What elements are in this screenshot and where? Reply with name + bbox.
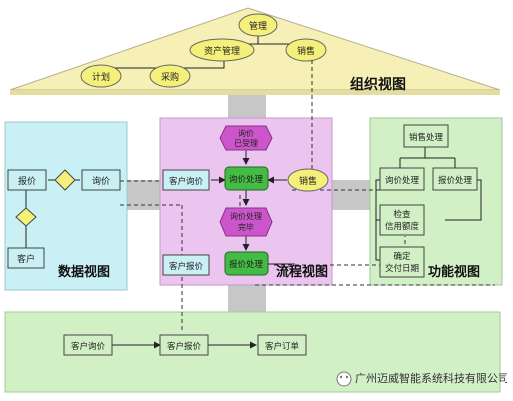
data-node-quote: 报价	[7, 169, 47, 191]
data-node-inquiry: 询价	[81, 169, 121, 191]
process-data-customer-inquiry: 客户询价	[162, 169, 210, 191]
bottom-node-customer-quote: 客户报价	[159, 334, 209, 356]
process-func-inquiry-processing: 询价处理	[224, 166, 269, 191]
org-node-sales: 销售	[285, 38, 327, 62]
org-view-title: 组织视图	[350, 76, 406, 93]
function-node-check-credit-line1: 检查	[393, 209, 411, 220]
function-node-sales-processing-label: 销售处理	[409, 132, 444, 143]
connector-process-bottom	[228, 282, 266, 312]
process-func-quote-processing-label: 报价处理	[229, 259, 264, 270]
org-node-plan-label: 计划	[92, 71, 110, 83]
process-view-title: 流程视图	[276, 264, 328, 280]
process-event-inquiry-processed-line2: 已受理	[234, 138, 258, 148]
data-node-customer-label: 客户	[17, 253, 35, 265]
function-node-inquiry-processing: 询价处理	[379, 167, 425, 191]
org-view-base	[10, 90, 500, 95]
bottom-node-customer-quote-label: 客户报价	[167, 341, 202, 352]
data-connector-diamond-1	[54, 169, 76, 191]
data-view-title: 数据视图	[58, 264, 110, 280]
function-node-inquiry-processing-label: 询价处理	[385, 175, 420, 186]
process-event-inquiry-done: 询价处理 完毕	[219, 207, 273, 237]
org-node-purchase-label: 采购	[161, 71, 179, 83]
org-node-asset-management: 资产管理	[189, 38, 255, 62]
bottom-node-customer-inquiry-label: 客户询价	[71, 341, 106, 352]
process-data-customer-quote-label: 客户报价	[169, 261, 204, 272]
function-node-sales-processing: 销售处理	[403, 124, 449, 148]
process-org-sales: 销售	[287, 168, 329, 192]
org-node-asset-management-label: 资产管理	[204, 45, 240, 57]
function-node-confirm-delivery-line2: 交付日期	[385, 263, 419, 274]
bottom-node-customer-inquiry: 客户询价	[63, 334, 113, 356]
function-node-check-credit: 检查 信用额度	[379, 204, 425, 236]
data-node-customer: 客户	[7, 247, 45, 269]
bottom-node-customer-order-label: 客户订单	[265, 341, 300, 352]
process-func-quote-processing: 报价处理	[224, 251, 269, 276]
process-event-inquiry-done-line1: 询价处理	[230, 211, 262, 221]
process-func-inquiry-processing-label: 询价处理	[229, 174, 264, 185]
function-node-quote-processing: 报价处理	[432, 167, 478, 191]
org-node-plan: 计划	[80, 64, 122, 88]
data-node-quote-label: 报价	[18, 175, 36, 187]
function-node-confirm-delivery: 确定 交付日期	[379, 246, 425, 278]
data-node-inquiry-label: 询价	[92, 175, 110, 187]
function-tree-lines	[375, 147, 482, 261]
process-data-customer-inquiry-label: 客户询价	[169, 176, 204, 187]
process-event-inquiry-processed-line1: 询价	[238, 128, 254, 138]
connector-org-process	[228, 92, 266, 122]
org-node-sales-label: 销售	[297, 45, 315, 57]
bottom-node-customer-order: 客户订单	[257, 334, 307, 356]
process-event-inquiry-done-line2: 完毕	[238, 222, 254, 232]
watermark-text: 广州迈威智能系统科技有限公司	[355, 372, 507, 385]
org-node-management: 管理	[238, 13, 278, 37]
process-data-customer-quote: 客户报价	[162, 254, 210, 276]
wechat-icon	[336, 371, 352, 387]
function-view-title: 功能视图	[428, 264, 480, 280]
process-org-sales-label: 销售	[299, 175, 317, 187]
org-node-management-label: 管理	[249, 20, 267, 32]
data-connector-diamond-2	[15, 207, 37, 227]
function-node-confirm-delivery-line1: 确定	[393, 251, 411, 262]
org-node-purchase: 采购	[149, 64, 191, 88]
function-node-check-credit-line2: 信用额度	[385, 221, 420, 232]
dashed-links	[120, 60, 495, 332]
process-flow-lines	[211, 150, 295, 265]
data-view-lines	[25, 179, 80, 248]
connector-process-function	[330, 180, 372, 210]
function-node-quote-processing-label: 报价处理	[438, 175, 473, 186]
process-event-inquiry-processed: 询价 已受理	[219, 125, 273, 151]
